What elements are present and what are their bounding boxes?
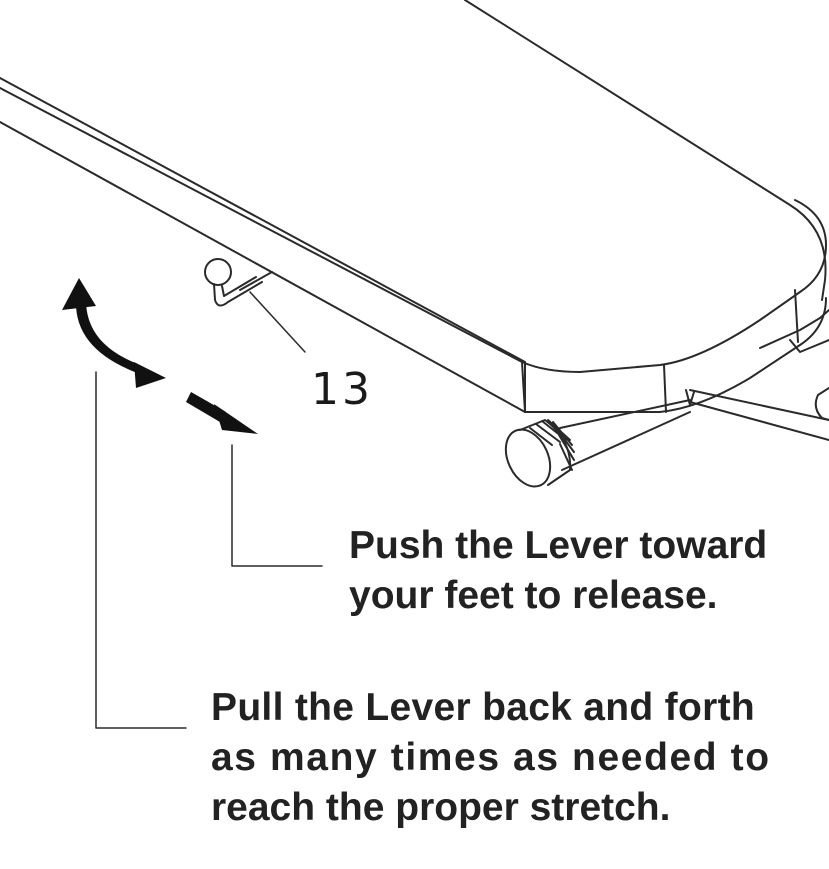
part-number-label: 13	[311, 364, 373, 415]
roller-knurl	[529, 419, 575, 471]
lever-mount	[239, 271, 273, 291]
bench-pad-back-edge	[464, 0, 827, 301]
frame-rail-bottom	[689, 401, 829, 441]
pull-instruction-line-3: reach the proper stretch.	[211, 786, 671, 829]
bench-pad-corner-seam-2	[663, 364, 667, 413]
bench-pad-corner-seam-1	[521, 361, 526, 413]
bench-pad-top-edge	[0, 77, 526, 413]
push-arrow-head	[214, 404, 258, 434]
push-instruction-line-1: Push the Lever toward	[349, 524, 768, 567]
pull-instruction-line-2: as many times as needed to	[211, 736, 771, 779]
roller-body	[519, 419, 572, 486]
roller-axle	[559, 399, 691, 471]
frame-post	[685, 389, 695, 406]
bench-pad-front-top	[0, 87, 827, 373]
frame-end-cap	[814, 387, 829, 421]
bench-pad-bottom-edge	[0, 121, 526, 413]
lever-arm	[213, 281, 263, 307]
push-instruction-line-2: your feet to release.	[349, 574, 718, 617]
roller-end-face	[504, 428, 552, 488]
curved-arrow-shaft	[75, 300, 140, 374]
bench-pad-front-bottom	[524, 297, 827, 413]
frame-rail-top	[689, 389, 829, 421]
frame-bracket-2	[789, 339, 829, 353]
pull-instruction-line-1: Pull the Lever back and forth	[211, 686, 755, 729]
push-leader-line	[231, 444, 323, 567]
lever-arm-inner	[221, 276, 257, 297]
pull-instruction: Pull the Lever back and forth as many ti…	[211, 683, 771, 833]
curved-arrow-head-right	[134, 362, 166, 388]
curved-arrow-head-up	[62, 278, 96, 310]
lever-knob	[204, 258, 232, 286]
push-arrow-shaft	[186, 392, 226, 422]
bench-pad-corner-seam-3	[794, 289, 799, 343]
frame-bracket	[759, 309, 829, 349]
push-instruction: Push the Lever toward your feet to relea…	[349, 521, 767, 621]
part-leader-line	[249, 291, 306, 353]
pull-leader-line	[95, 371, 187, 729]
